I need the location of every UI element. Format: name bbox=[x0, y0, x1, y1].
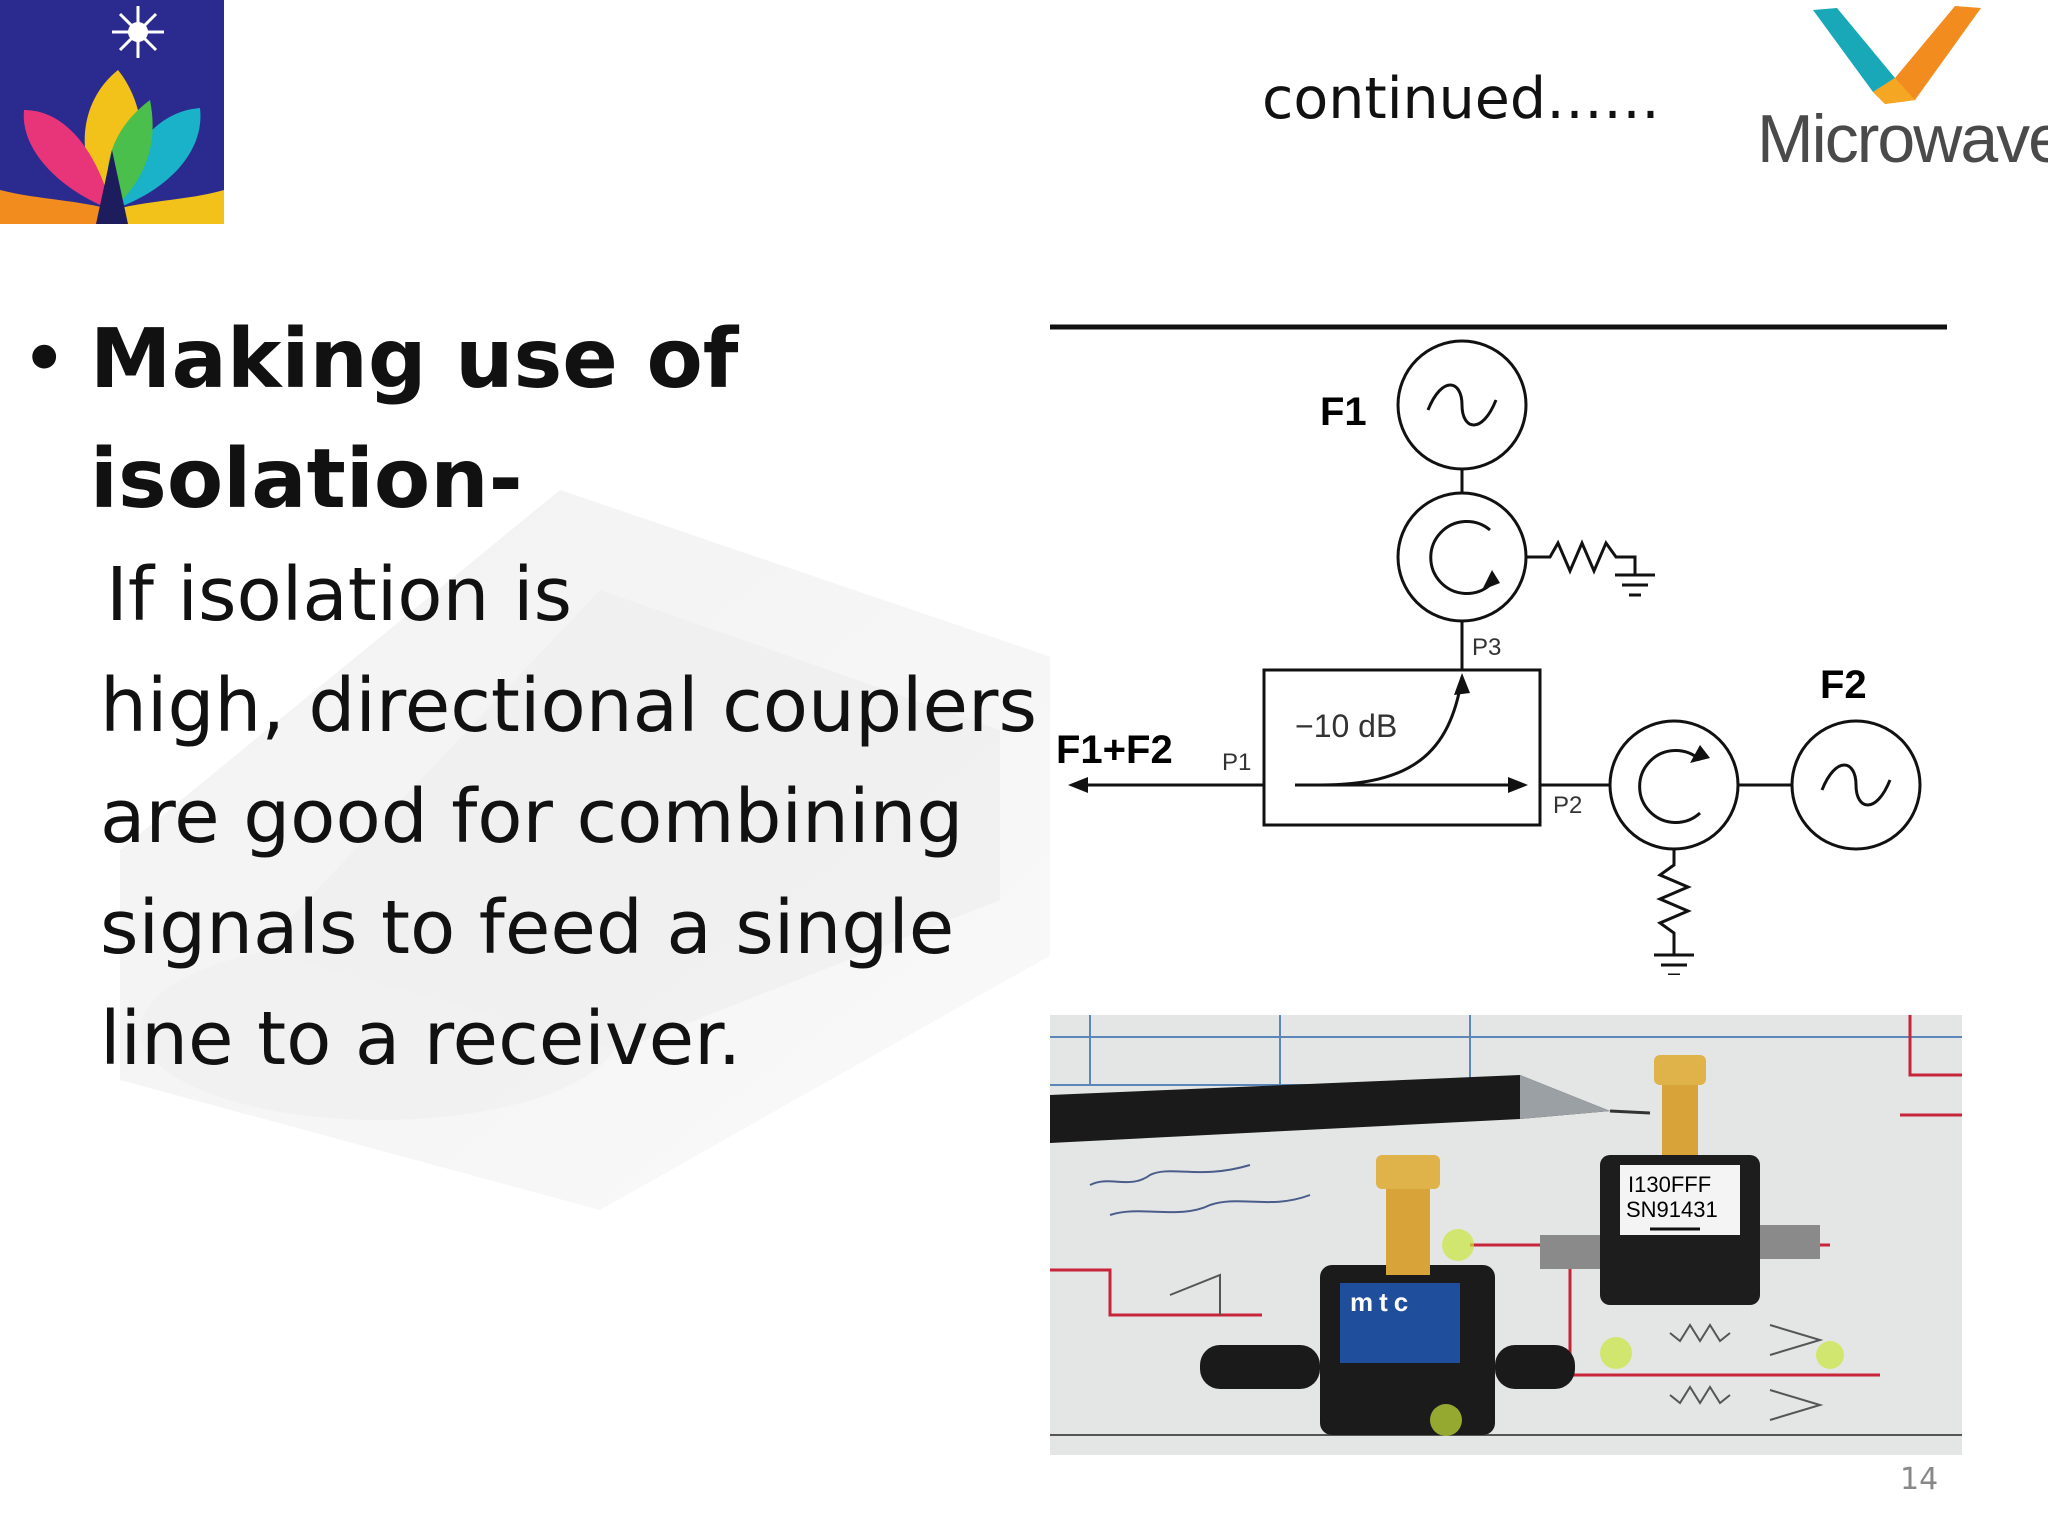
bullet-heading: Making use of isolation- bbox=[89, 312, 739, 527]
f2-source-icon bbox=[1790, 719, 1922, 851]
port-p2-label: P2 bbox=[1553, 792, 1582, 819]
f2-label: F2 bbox=[1820, 663, 1867, 707]
port-p1-label: P1 bbox=[1222, 749, 1251, 776]
bullet-dot-icon: • bbox=[20, 312, 69, 407]
circulator-right-icon bbox=[1608, 719, 1740, 851]
body-line: are good for combining bbox=[100, 774, 964, 860]
circulator-top-icon bbox=[1396, 491, 1528, 623]
bullet-body: If isolation is high, directional couple… bbox=[100, 540, 1060, 1095]
bullet-section: • Making use of isolation- If isolation … bbox=[20, 300, 1060, 1095]
output-label: F1+F2 bbox=[1056, 728, 1173, 772]
device-brand-label: mtc bbox=[1350, 1287, 1414, 1317]
background-watermark bbox=[120, 490, 1060, 1210]
microwave-logo-mark bbox=[1813, 6, 1981, 104]
f1-label: F1 bbox=[1320, 390, 1367, 434]
resistor-bottom-icon bbox=[1656, 849, 1692, 955]
microwave-logo-text: Microwave bbox=[1757, 101, 2048, 177]
device-label-line1: I130FFF bbox=[1628, 1172, 1711, 1197]
body-line: signals to feed a single bbox=[100, 885, 955, 971]
component-photo: I130FFF SN91431 mtc bbox=[1050, 1015, 1962, 1455]
bullet-heading-row: • Making use of isolation- bbox=[20, 300, 1060, 540]
institution-logo bbox=[0, 0, 224, 224]
sun-star-icon bbox=[112, 6, 164, 58]
coupling-label: −10 dB bbox=[1295, 708, 1397, 744]
body-line: line to a receiver. bbox=[100, 996, 742, 1082]
directional-coupler-box bbox=[1262, 668, 1542, 827]
device-label-line2: SN91431 bbox=[1626, 1197, 1718, 1222]
microwave-logo: Microwave bbox=[1745, 0, 2048, 185]
page-number: 14 bbox=[1900, 1462, 1939, 1497]
body-line: If isolation is bbox=[106, 552, 573, 638]
port-p3-label: P3 bbox=[1472, 634, 1501, 661]
resistor-top-icon bbox=[1526, 539, 1637, 575]
body-line: high, directional couplers bbox=[100, 663, 1037, 749]
coupler-circuit-diagram: F1 P3 −10 dB F1+F2 P1 P2 F2 bbox=[1050, 315, 1950, 975]
continued-label: continued…… bbox=[1262, 66, 1661, 132]
